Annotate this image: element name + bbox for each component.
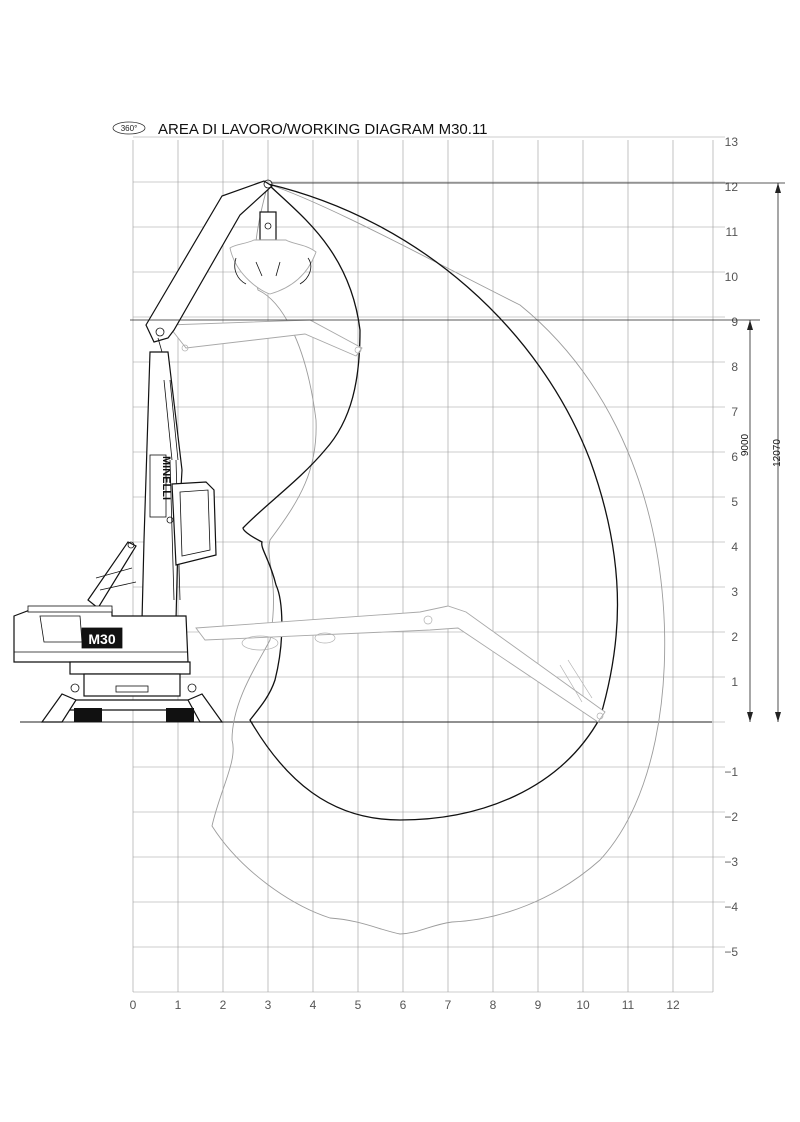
grapple [229,188,317,295]
y-tick-neg1: −1 [724,765,738,779]
y-tick-8: 8 [731,360,738,374]
dimension-9000: 9000 [130,319,760,722]
cab-riser [87,541,137,609]
y-tick-10: 10 [725,270,739,284]
x-tick-1: 1 [175,998,182,1012]
ghost-boom-low [195,605,606,723]
inner-reach-envelope [242,182,619,821]
x-tick-2: 2 [220,998,227,1012]
x-tick-10: 10 [576,998,590,1012]
y-tick-7: 7 [731,405,738,419]
boom-brand-logo: MINELLI [160,456,172,500]
x-tick-3: 3 [265,998,272,1012]
x-tick-6: 6 [400,998,407,1012]
machine-body: M30 [13,605,189,663]
rotation-360-icon [112,121,146,135]
y-tick-2: 2 [731,630,738,644]
header: 360° AREA DI LAVORO/WORKING DIAGRAM M30.… [112,121,488,138]
y-tick-4: 4 [731,540,738,554]
y-tick-12: 12 [725,180,739,194]
operator-cab [171,481,217,566]
y-tick-9: 9 [731,315,738,329]
y-tick-13: 13 [725,135,739,149]
ghost-boom-high [167,319,363,357]
x-tick-8: 8 [490,998,497,1012]
y-axis-labels: 13 12 11 10 9 8 7 6 5 4 3 2 1 −1 −2 −3 −… [724,135,738,959]
dimension-12070: 12070 [272,182,785,722]
x-tick-4: 4 [310,998,317,1012]
y-tick-neg5: −5 [724,945,738,959]
body-model-logo: M30 [88,631,115,647]
undercarriage [40,661,224,723]
y-tick-6: 6 [731,450,738,464]
y-tick-neg4: −4 [724,900,738,914]
x-tick-9: 9 [535,998,542,1012]
y-tick-5: 5 [731,495,738,509]
x-tick-7: 7 [445,998,452,1012]
x-axis-labels: 0 1 2 3 4 5 6 7 8 9 10 11 12 [130,998,680,1012]
x-tick-12: 12 [666,998,680,1012]
y-tick-1: 1 [731,675,738,689]
grid [132,136,725,993]
y-tick-3: 3 [731,585,738,599]
dimension-9000-label: 9000 [740,433,751,456]
diagram-title: AREA DI LAVORO/WORKING DIAGRAM M30.11 [158,121,488,138]
x-tick-5: 5 [355,998,362,1012]
x-tick-0: 0 [130,998,137,1012]
y-tick-neg2: −2 [724,810,738,824]
outer-reach-envelope [211,183,666,935]
rotation-badge: 360° [121,124,138,133]
dimension-12070-label: 12070 [772,439,783,467]
x-tick-11: 11 [622,998,635,1012]
boom-arm: MINELLI [141,179,273,631]
y-tick-11: 11 [726,225,739,239]
y-tick-neg3: −3 [724,855,738,869]
